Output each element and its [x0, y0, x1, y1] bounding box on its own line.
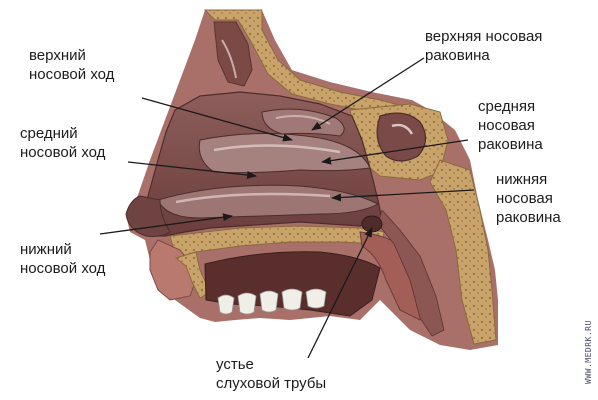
clivus-bone [429, 159, 497, 345]
leader-tube-orifice [307, 227, 373, 359]
label-middle-meatus: средний носовой ход [20, 125, 106, 161]
tooth [237, 292, 257, 315]
leader-middle-concha [321, 139, 469, 165]
pharyngeal-wall [377, 209, 445, 337]
cranial-cavity [262, 10, 598, 100]
watermark: WWW.MEDRK.RU [584, 320, 593, 384]
leader-lower-concha [331, 189, 475, 202]
label-lower-concha: нижняя носовая раковина [496, 171, 561, 226]
leader-lines [99, 57, 475, 359]
label-tube-orifice: устье слуховой трубы [216, 356, 327, 392]
label-upper-concha: верхняя носовая раковина [425, 28, 543, 64]
label-upper-meatus: верхний носовой ход [29, 47, 115, 83]
maxilla-front [174, 251, 211, 299]
leader-middle-meatus [127, 161, 257, 179]
leader-upper-meatus [141, 97, 293, 142]
tube-orifice-shape [361, 215, 383, 233]
tooth [281, 288, 303, 311]
tooth [217, 294, 235, 315]
leader-lower-meatus [99, 213, 233, 235]
label-lower-meatus: нижний носовой ход [20, 241, 106, 277]
superior-concha-shape [261, 108, 345, 137]
sphenoid-sinus [376, 112, 427, 162]
inferior-concha-shape [157, 184, 380, 219]
tooth [259, 290, 279, 313]
leader-upper-concha [311, 57, 425, 131]
frontal-sinus [213, 21, 253, 87]
label-middle-concha: средняя носовая раковина [478, 98, 543, 153]
teeth [217, 288, 327, 315]
tooth [305, 288, 327, 309]
